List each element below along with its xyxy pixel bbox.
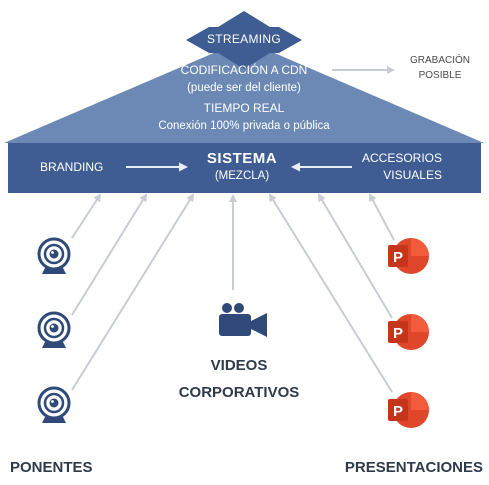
arrow-presentacion-1 xyxy=(369,193,395,241)
system-bar xyxy=(8,143,481,193)
svg-text:P: P xyxy=(393,325,403,342)
codificacion-label: CODIFICACIÓN A CDN xyxy=(180,63,308,77)
videos-label-1: VIDEOS xyxy=(210,357,268,374)
powerpoint-icon: P xyxy=(388,314,429,350)
presentaciones-label: PRESENTACIONES xyxy=(344,459,483,476)
svg-text:P: P xyxy=(393,249,403,266)
arrow-presentacion-2 xyxy=(317,193,393,319)
roof-triangle xyxy=(4,40,484,143)
ponentes-label: PONENTES xyxy=(10,459,93,476)
streaming-badge xyxy=(186,11,302,69)
webcam-icon xyxy=(37,311,71,348)
arrow-ponente-1 xyxy=(71,193,102,239)
branding-label: BRANDING xyxy=(40,160,104,174)
sistema-label: SISTEMA xyxy=(206,150,278,167)
streaming-label: STREAMING xyxy=(206,32,282,46)
input-arrows xyxy=(71,193,395,393)
powerpoint-icon: P xyxy=(388,392,429,428)
video-camera-icon xyxy=(219,303,267,337)
arrow-ponente-3 xyxy=(71,193,195,391)
videos-label-2: CORPORATIVOS xyxy=(178,384,300,401)
arrow-presentacion-3 xyxy=(268,193,393,393)
grabacion-label-2: POSIBLE xyxy=(418,70,462,81)
tiempo-real-label: TIEMPO REAL xyxy=(203,101,285,115)
conexion-label: Conexión 100% privada o pública xyxy=(158,120,330,132)
powerpoint-icon: P xyxy=(388,238,429,274)
accesorios-label-1: ACCESORIOS xyxy=(361,151,442,165)
puede-cliente-label: (puede ser del cliente) xyxy=(187,82,301,94)
webcam-icon xyxy=(37,386,71,423)
grabacion-label-1: GRABACIÓN xyxy=(409,55,470,66)
arrow-ponente-2 xyxy=(71,193,148,316)
webcam-icon xyxy=(37,237,71,274)
svg-text:P: P xyxy=(393,403,403,420)
accesorios-label-2: VISUALES xyxy=(383,168,442,182)
mezcla-label: (MEZCLA) xyxy=(214,170,270,182)
